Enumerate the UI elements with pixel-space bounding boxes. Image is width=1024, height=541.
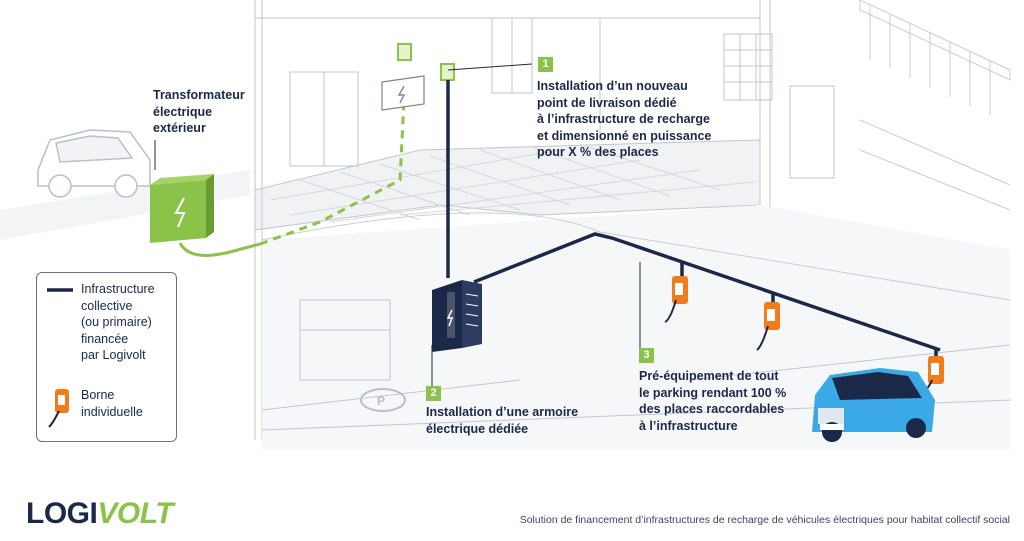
legend-line-text-line: par Logivolt	[81, 348, 146, 362]
charger-icon	[48, 389, 69, 428]
step-3-line: à l’infrastructure	[639, 418, 738, 433]
charger-icon	[664, 276, 688, 323]
transformer-icon	[150, 174, 214, 243]
step-2-line: Installation d’une armoire	[426, 405, 579, 419]
step-3-badge: 3	[639, 348, 654, 363]
transformer-label: Transformateur électrique extérieur	[153, 87, 245, 137]
electrical-cabinet-icon	[432, 280, 482, 352]
transformer-label-line: Transformateur	[153, 88, 245, 102]
legend-charger-text-line: Borne	[81, 388, 115, 402]
navy-line-swatch	[47, 288, 73, 292]
step-1-line: et dimensionné en puissance	[537, 128, 712, 143]
step-1-label: Installation d’un nouveau point de livra…	[537, 78, 711, 161]
collective-infrastructure-cable	[446, 80, 941, 356]
step-3-line: le parking rendant 100 %	[639, 385, 787, 400]
step-3-line: Pré-équipement de tout	[639, 369, 779, 383]
step-1-line: point de livraison dédié	[537, 95, 677, 110]
transformer-label-line: électrique	[153, 104, 213, 119]
legend-line-text-line: (ou primaire)	[81, 315, 152, 329]
primary-supply-cable	[178, 99, 406, 257]
car-icon	[812, 368, 935, 442]
step-1-line: pour X % des places	[537, 145, 659, 159]
step-1-badge: 1	[538, 57, 553, 72]
parking-icon: P	[360, 388, 406, 412]
legend-line-text-line: Infrastructure	[81, 282, 155, 296]
step-3-label: Pré-équipement de tout le parking rendan…	[639, 368, 786, 434]
step-1-line: Installation d’un nouveau	[537, 79, 688, 93]
svg-text:P: P	[377, 394, 385, 408]
legend-line-text: Infrastructure collective (ou primaire) …	[81, 281, 155, 364]
logivolt-logo: LOGIVOLT	[26, 497, 174, 531]
legend-line-text-line: financée	[81, 331, 129, 346]
charger-icon	[756, 302, 780, 351]
step-2-badge: 2	[426, 386, 441, 401]
logo-part-1: LOGI	[26, 497, 98, 530]
transformer-label-line: extérieur	[153, 121, 206, 135]
leader-lines	[154, 140, 641, 388]
step-2-label: Installation d’une armoire électrique dé…	[426, 404, 578, 437]
legend-charger-text: Borne individuelle	[81, 387, 143, 420]
legend-charger-text-line: individuelle	[81, 404, 143, 419]
car-sketch-icon	[37, 129, 151, 198]
footer-tagline: Solution de financement d’infrastructure…	[519, 514, 1010, 526]
logo-part-2: VOLT	[97, 497, 174, 530]
step-3-line: des places raccordables	[639, 402, 785, 416]
legend: Infrastructure collective (ou primaire) …	[36, 272, 177, 442]
meter-icon	[381, 43, 533, 111]
step-1-line: à l’infrastructure de recharge	[537, 112, 710, 126]
step-2-line: électrique dédiée	[426, 421, 529, 436]
legend-line-text-line: collective	[81, 298, 133, 313]
